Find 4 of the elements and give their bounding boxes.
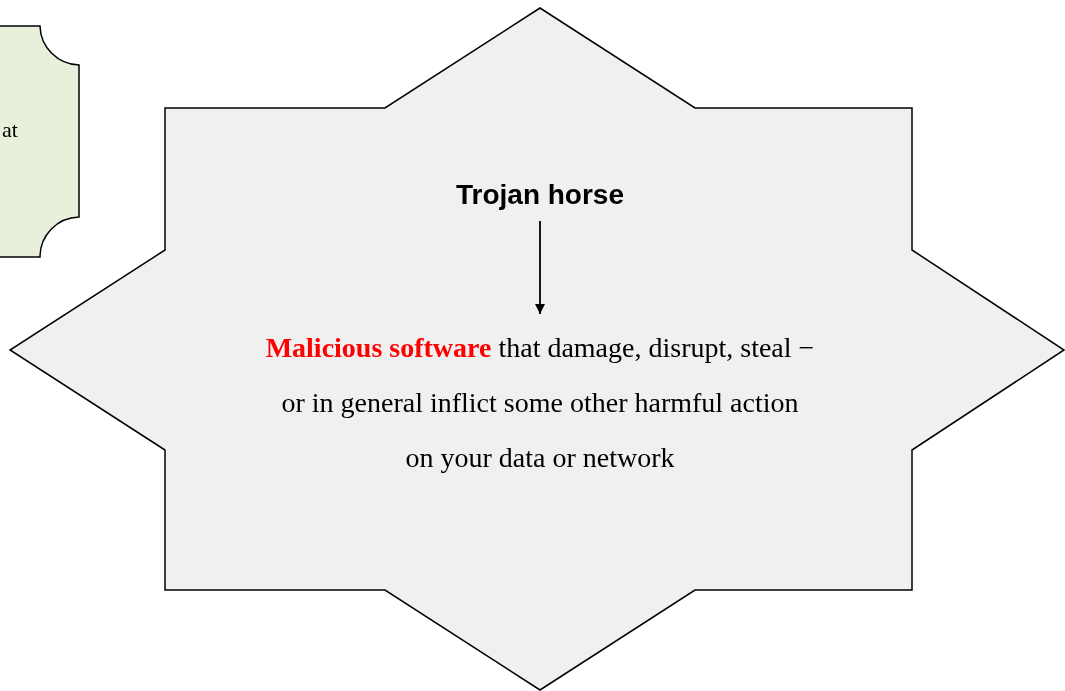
heading: Trojan horse (454, 178, 625, 212)
arrow (535, 220, 545, 315)
note-text: at (2, 117, 18, 143)
description-text: Malicious software that damage, disrupt, steal − or in general inflict some other harmful action on your data or network (265, 331, 815, 475)
